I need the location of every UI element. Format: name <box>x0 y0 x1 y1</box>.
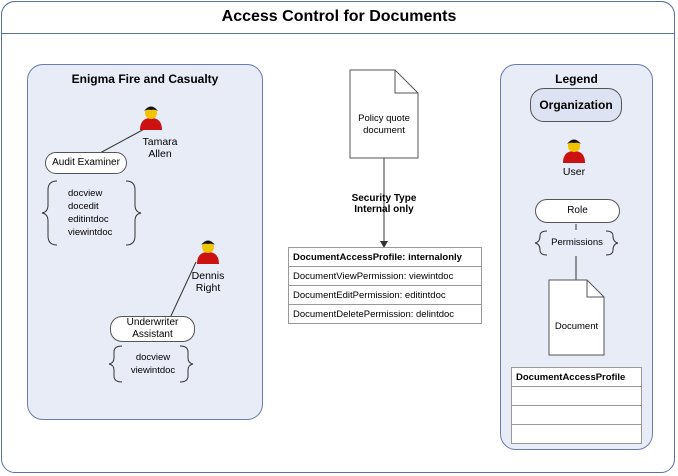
title-band <box>1 1 675 34</box>
legend-profile-row <box>511 386 642 406</box>
legend-document-label: Document <box>554 321 599 332</box>
permission-item: docview <box>135 352 171 363</box>
legend-profile-table: DocumentAccessProfile <box>511 367 642 444</box>
legend-user-label: User <box>562 166 586 178</box>
legend-organization: Organization <box>530 88 622 122</box>
permission-item: editintdoc <box>68 214 109 225</box>
user-icon <box>197 240 219 264</box>
legend-role: Role <box>535 199 620 223</box>
permission-item: viewintdoc <box>68 227 113 238</box>
security-type-line: Security Type <box>351 193 417 204</box>
permission-item: viewintdoc <box>130 365 176 376</box>
access-profile-row: DocumentDeletePermission: delintdoc <box>288 304 482 324</box>
access-profile-row: DocumentEditPermission: editintdoc <box>288 285 482 305</box>
permission-item: docview <box>68 188 103 199</box>
user-icon <box>140 106 162 130</box>
access-profile-table: DocumentAccessProfile: internalonly Docu… <box>288 247 482 324</box>
access-profile-row: DocumentViewPermission: viewintdoc <box>288 266 482 286</box>
organization-title: Enigma Fire and Casualty <box>71 72 219 86</box>
user-name-dennis: Dennis Right <box>191 270 225 294</box>
legend-profile-row <box>511 424 642 444</box>
security-type-label: Security Type Internal only <box>330 193 438 215</box>
legend-permissions: Permissions <box>551 237 603 248</box>
access-profile-header: DocumentAccessProfile: internalonly <box>288 247 482 267</box>
role-underwriter-assistant[interactable]: Underwriter Assistant <box>110 316 195 342</box>
permission-item: docedit <box>68 201 99 212</box>
user-icon <box>563 139 585 163</box>
security-type-value: Internal only <box>354 204 414 215</box>
legend-title: Legend <box>555 72 598 86</box>
legend-profile-row <box>511 405 642 425</box>
permission-list-underwriter: docview viewintdoc <box>128 351 178 377</box>
legend-profile-header: DocumentAccessProfile <box>511 367 642 387</box>
policy-document-label: Policy quote document <box>358 113 410 136</box>
role-audit-examiner[interactable]: Audit Examiner <box>45 152 127 174</box>
page-title: Access Control for Documents <box>221 8 457 25</box>
permission-list-audit: docview docedit editintdoc viewintdoc <box>68 187 112 239</box>
user-name-tamara: Tamara Allen <box>142 136 178 160</box>
